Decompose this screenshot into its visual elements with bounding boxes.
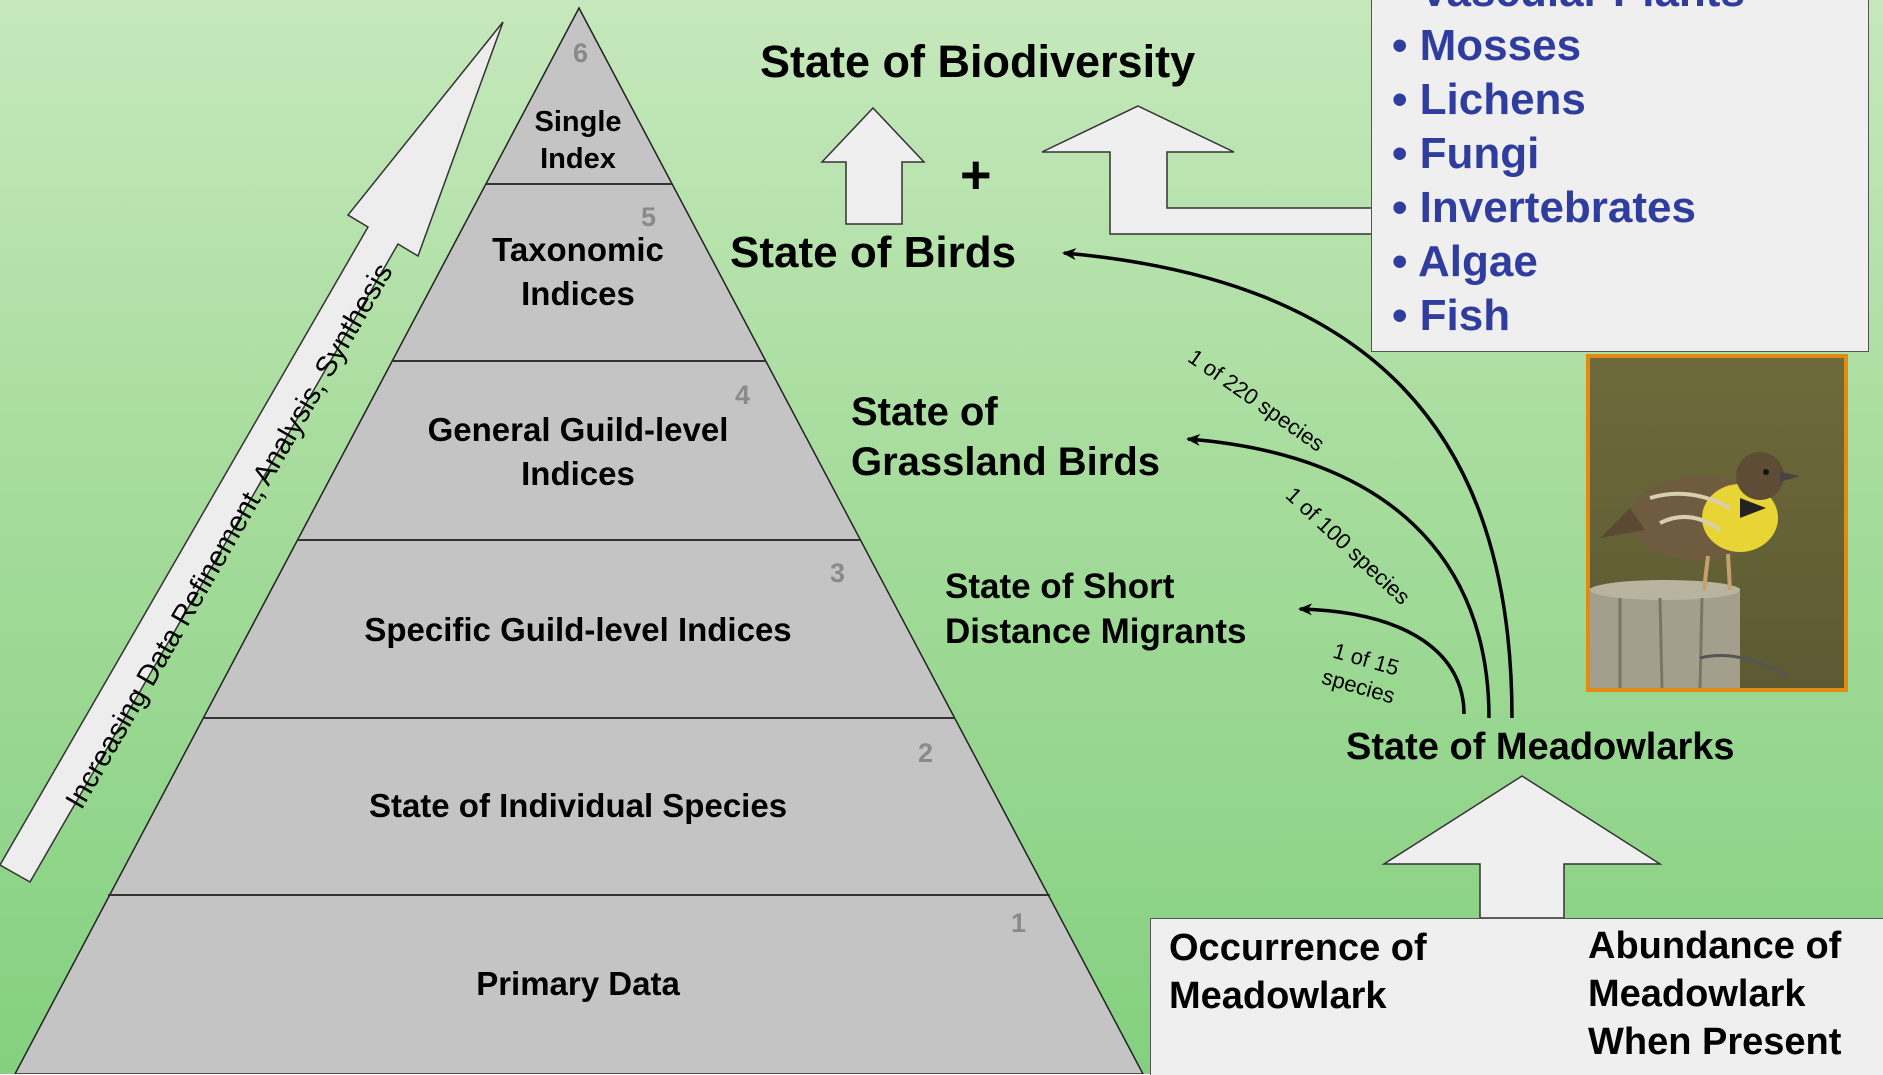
taxa-list-item: • Fish [1392, 291, 1511, 340]
state-of-grassland-birds: State of Grassland Birds [851, 390, 1161, 484]
meadowlark-illustration [1590, 358, 1844, 688]
occurrence-label: Occurrence of Meadowlark [1169, 927, 1427, 1017]
taxa-list-box: • Vascular Plants • Mosses • Lichens • F… [1371, 0, 1869, 352]
taxa-up-arrow [1041, 105, 1379, 235]
level-label-general-guild: General Guild-level Indices [427, 411, 729, 492]
level-number-5: 5 [641, 202, 657, 232]
level-label-single-index: Single Index [534, 106, 622, 175]
arc-to-short-distance [1298, 603, 1466, 715]
refinement-arrow [0, 21, 504, 884]
taxa-list-item: • Algae [1392, 237, 1538, 286]
level-number-4: 4 [735, 380, 751, 410]
meadowlark-photo [1586, 354, 1848, 692]
level-label-primary-data: Primary Data [476, 965, 680, 1002]
level-label-specific-guild: Specific Guild-level Indices [364, 611, 792, 648]
evidence-box [1150, 918, 1883, 1075]
taxa-list-item: • Vascular Plants [1392, 0, 1868, 19]
taxa-list-item: • Fungi [1392, 129, 1540, 178]
level-number-2: 2 [918, 738, 934, 768]
state-of-biodiversity: State of Biodiversity [760, 36, 1196, 87]
birds-up-arrow [820, 106, 926, 225]
state-of-meadowlarks: State of Meadowlarks [1346, 726, 1735, 768]
level-label-taxonomic: Taxonomic Indices [492, 231, 664, 312]
taxa-list-item: • Mosses [1392, 21, 1582, 70]
plus-sign: + [960, 145, 992, 205]
level-number-3: 3 [830, 558, 846, 588]
level-label-individual-species: State of Individual Species [368, 787, 788, 824]
taxa-list-item: • Lichens [1392, 75, 1586, 124]
state-of-birds: State of Birds [730, 228, 1017, 277]
abundance-label: Abundance of Meadowlark When Present [1588, 925, 1842, 1063]
arc-to-grassland [1186, 433, 1491, 719]
state-of-short-distance-migrants: State of Short Distance Migrants [945, 567, 1247, 651]
taxa-list-item: • Invertebrates [1392, 183, 1696, 232]
pyramid [14, 6, 1144, 1074]
meadowlark-up-arrow [1381, 775, 1663, 919]
level-number-1: 1 [1011, 908, 1027, 938]
arc-to-birds [1062, 248, 1514, 719]
level-number-6: 6 [573, 38, 589, 68]
